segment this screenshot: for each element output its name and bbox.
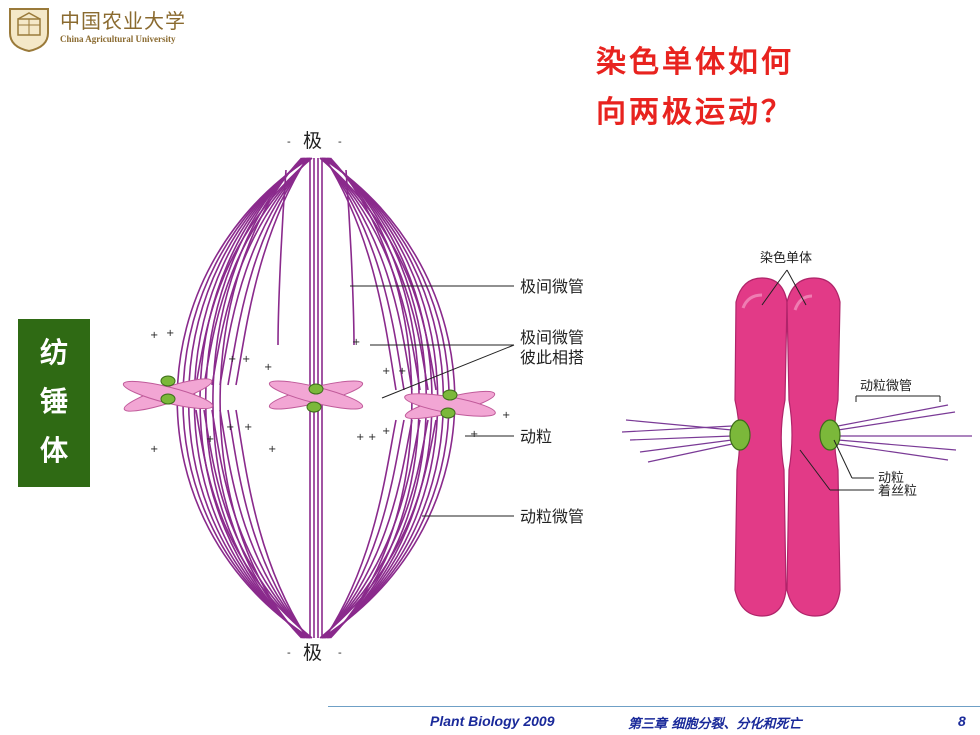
svg-text:+: + [206, 434, 214, 445]
svg-text:+: + [228, 354, 236, 365]
svg-text:+: + [502, 410, 510, 421]
university-emblem-icon [9, 8, 49, 53]
sidebar-char-1: 纺 [39, 336, 68, 369]
label-overlap-line-2: 彼此相搭 [520, 348, 584, 367]
svg-text:+: + [382, 366, 390, 377]
chromatid-right [786, 277, 841, 617]
label-chromosome-kinetochore: 动粒 [878, 471, 904, 486]
chromatid-left [734, 277, 788, 617]
pole-bottom-minus-left: - [287, 646, 291, 659]
pole-top-minus-right: - [338, 135, 342, 148]
svg-text:+: + [150, 330, 158, 341]
chromosome-leader-lines [761, 269, 941, 491]
chromosome-middle [268, 380, 364, 413]
spindle-leader-lines [350, 285, 515, 517]
svg-text:+: + [242, 354, 250, 365]
logo-english-text: China Agricultural University [60, 34, 176, 44]
label-centromere: 着丝粒 [878, 483, 917, 499]
svg-text:+: + [264, 362, 272, 373]
svg-text:+: + [166, 328, 174, 339]
chromosome-right [404, 389, 496, 420]
spindle-label-box: 纺 锤 体 [18, 319, 90, 487]
pole-top-minus-left: - [287, 135, 291, 148]
label-chromatid: 染色单体 [760, 250, 812, 266]
svg-text:+: + [368, 432, 376, 443]
footer-chapter: 第三章 细胞分裂、分化和死亡 [628, 717, 802, 732]
title-line-2: 向两极运动？ [596, 95, 794, 130]
chromosome-microtubules-right [837, 404, 972, 461]
metaphase-chromosomes [122, 375, 496, 420]
label-polar-microtubule: 极间微管 [520, 277, 584, 296]
svg-text:+: + [356, 432, 364, 443]
label-kinetochore: 动粒 [520, 427, 552, 446]
svg-text:+: + [244, 422, 252, 433]
footer-divider [328, 706, 980, 707]
svg-text:+: + [382, 426, 390, 437]
sidebar-char-2: 锤 [39, 385, 68, 418]
logo-chinese-text: 中国农业大学 [60, 9, 186, 33]
slide-title: 染色单体如何 向两极运动？ [596, 38, 794, 138]
label-overlap-line-1: 极间微管 [520, 328, 584, 347]
svg-text:+: + [470, 429, 478, 440]
footer-course: Plant Biology 2009 [430, 713, 555, 729]
label-chromosome-kinetochore-mt: 动粒微管 [860, 379, 912, 394]
label-kinetochore-microtubule: 动粒微管 [520, 507, 584, 526]
page-number: 8 [958, 713, 966, 729]
chromosome-detail: 染色单体 动粒微管 动粒 着丝粒 [621, 250, 972, 617]
chromosome-left [122, 375, 214, 412]
svg-text:+: + [226, 422, 234, 433]
pole-top-label: 极 [303, 130, 322, 152]
sidebar-char-3: 体 [39, 434, 68, 467]
pole-bottom-label: 极 [303, 642, 322, 664]
university-logo: 中国农业大学 China Agricultural University [2, 2, 202, 54]
svg-text:+: + [352, 337, 360, 348]
svg-text:+: + [268, 444, 276, 455]
plus-end-markers: + + + + + + + + + + + + + + + + + + [150, 328, 510, 455]
pole-bottom-minus-right: - [338, 646, 342, 659]
title-line-1: 染色单体如何 [596, 45, 794, 80]
svg-text:+: + [398, 366, 406, 377]
svg-text:+: + [150, 444, 158, 455]
chromosome-microtubules-left [621, 419, 733, 463]
kinetochore-left [729, 419, 751, 451]
